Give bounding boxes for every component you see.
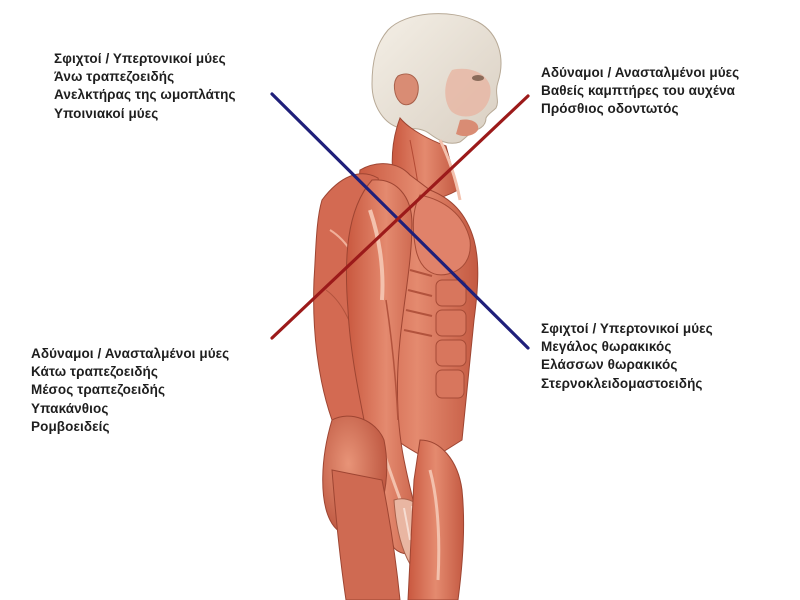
legs bbox=[322, 415, 465, 600]
lower-left-item: Κάτω τραπεζοειδής bbox=[31, 364, 158, 380]
upper-right-item: Βαθείς καμπτήρες του αυχένα bbox=[541, 83, 736, 99]
upper-right-label-block: Αδύναμοι / Ανασταλμένοι μύες Βαθείς καμπ… bbox=[541, 64, 739, 119]
tight-muscles-line bbox=[270, 92, 530, 350]
lower-left-item: Ρομβοειδείς bbox=[31, 418, 110, 434]
upper-right-item: Πρόσθιος οδοντωτός bbox=[541, 101, 679, 117]
lower-right-label-block: Σφιχτοί / Υπερτονικοί μύες Μεγάλος θωρακ… bbox=[541, 320, 713, 393]
upper-left-heading: Σφιχτοί / Υπερτονικοί μύες bbox=[54, 51, 226, 66]
lower-left-heading: Αδύναμοι / Ανασταλμένοι μύες bbox=[31, 346, 230, 361]
lower-right-item: Μεγάλος θωρακικός bbox=[541, 339, 672, 355]
upper-left-item: Ανελκτήρας της ωμοπλάτης bbox=[54, 87, 236, 103]
lower-right-heading: Σφιχτοί / Υπερτονικοί μύες bbox=[541, 321, 713, 336]
lower-left-label-block: Αδύναμοι / Ανασταλμένοι μύες Κάτω τραπεζ… bbox=[31, 345, 229, 436]
upper-right-heading: Αδύναμοι / Ανασταλμένοι μύες bbox=[541, 65, 740, 80]
weak-muscles-line bbox=[270, 94, 530, 340]
head bbox=[371, 13, 502, 144]
lower-right-item: Ελάσσων θωρακικός bbox=[541, 357, 678, 373]
upper-left-label-block: Σφιχτοί / Υπερτονικοί μύες Άνω τραπεζοει… bbox=[54, 50, 236, 123]
upper-left-item: Άνω τραπεζοειδής bbox=[54, 69, 175, 85]
lower-left-item: Μέσος τραπεζοειδής bbox=[31, 382, 166, 398]
upper-left-item: Υποινιακοί μύες bbox=[54, 105, 159, 121]
lower-right-item: Στερνοκλειδομαστοειδής bbox=[541, 375, 703, 391]
lower-left-item: Υπακάνθιος bbox=[31, 400, 109, 416]
